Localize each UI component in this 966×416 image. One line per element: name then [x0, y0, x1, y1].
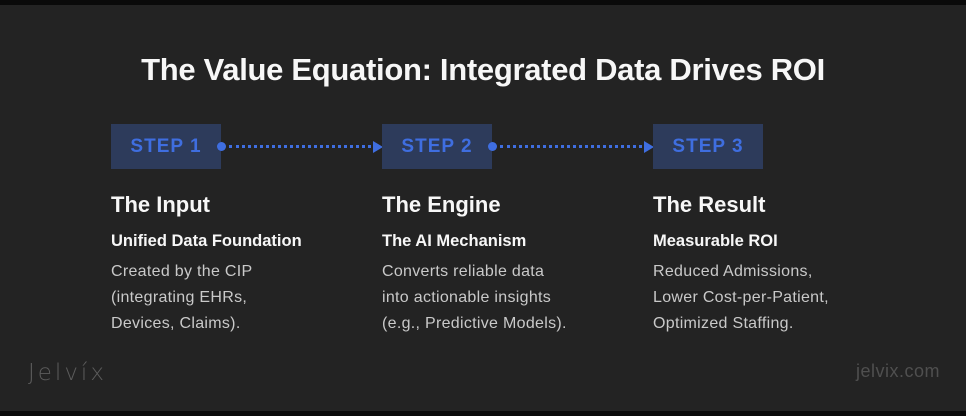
step-1-connector — [217, 124, 383, 169]
connector-dot-icon — [217, 142, 226, 151]
step-2-heading: The Engine — [382, 192, 501, 217]
dotted-line — [500, 145, 642, 148]
step-1-badge: STEP 1 — [111, 124, 221, 169]
steps-grid: STEP 1 The Input Unified Data Foundation… — [111, 124, 903, 337]
step-column-1: STEP 1 The Input Unified Data Foundation… — [111, 124, 383, 337]
step-2-subheading: The AI Mechanism — [382, 232, 527, 250]
step-3-heading: The Result — [653, 192, 766, 217]
letterbox-bottom — [0, 411, 966, 416]
arrowhead-icon — [644, 140, 654, 153]
jelvix-logo: Jelvíx — [28, 360, 107, 386]
step-2-connector — [488, 124, 654, 169]
step-3-badge: STEP 3 — [653, 124, 763, 169]
connector-dot-icon — [488, 142, 497, 151]
step-1-description: Created by the CIP (integrating EHRs, De… — [111, 263, 253, 332]
slide-title: The Value Equation: Integrated Data Driv… — [141, 52, 825, 87]
step-column-2: STEP 2 The Engine The AI Mechanism Conve… — [382, 124, 654, 337]
website-url: jelvix.com — [855, 361, 940, 381]
arrowhead-icon — [373, 140, 383, 153]
letterbox-top — [0, 0, 966, 5]
step-3-description: Reduced Admissions, Lower Cost-per-Patie… — [653, 263, 829, 332]
dotted-line — [229, 145, 371, 148]
step-1-subheading: Unified Data Foundation — [111, 232, 302, 250]
step-1-heading: The Input — [111, 192, 210, 217]
step-column-3: STEP 3 The Result Measurable ROI Reduced… — [653, 124, 903, 337]
step-3-subheading: Measurable ROI — [653, 232, 778, 250]
step-2-description: Converts reliable data into actionable i… — [382, 263, 567, 332]
step-2-badge: STEP 2 — [382, 124, 492, 169]
